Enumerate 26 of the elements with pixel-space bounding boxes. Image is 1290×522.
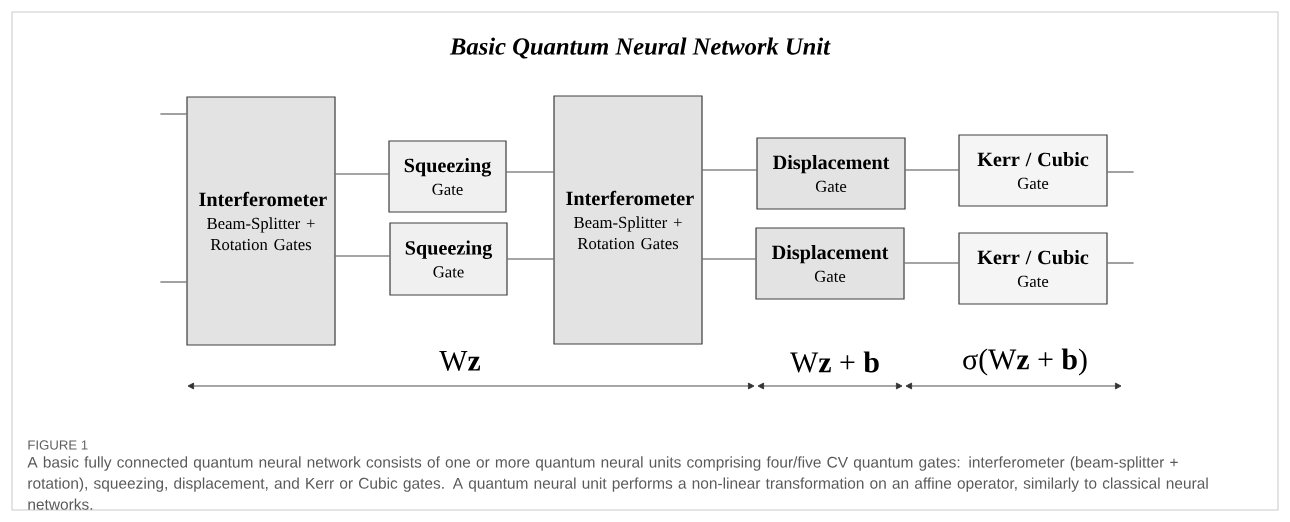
interferometer-box: Interferometer Beam-Splitter + Rotation Gates xyxy=(553,95,703,345)
connector-line xyxy=(904,262,959,264)
connector-line xyxy=(159,281,187,283)
connector-line xyxy=(335,255,390,257)
connector-line xyxy=(1107,262,1135,264)
connector-line xyxy=(905,169,959,171)
connector-line xyxy=(702,258,756,260)
title: Basic Quantum Neural Network Unit xyxy=(449,37,831,59)
gate-box: Squeezing Gate xyxy=(389,222,508,296)
gate-box: Squeezing Gate xyxy=(388,140,507,213)
connector-line xyxy=(335,173,389,175)
connector-line xyxy=(1107,171,1135,173)
gate-box: Displacement Gate xyxy=(755,227,905,300)
caption: A basic fully connected quantum neural network consists of one or more quantum neural units comprising four/five CV quantum gates: interferometer (beam-splitter + rotation), squeezing, displacement, and Kerr or Cubic gates. A quantum neural unit performs a non-linear transformation on an affine operator, similarly to classical neural networks. xyxy=(27,456,1208,510)
gate-box: Displacement Gate xyxy=(756,137,906,210)
figure-number: FIGURE 1 xyxy=(28,440,88,450)
gate-box: Kerr / Cubic Gate xyxy=(958,232,1108,305)
gate-box: Kerr / Cubic Gate xyxy=(958,134,1108,207)
formula-label: σ(Wz + b) xyxy=(963,348,1087,376)
interferometer-box: Interferometer Beam-Splitter + Rotation Gates xyxy=(186,96,336,346)
formula-label: Wz xyxy=(439,351,481,371)
formula-label: Wz + b xyxy=(790,351,879,373)
connector-line xyxy=(506,171,554,173)
connector-line xyxy=(507,258,554,260)
connector-line xyxy=(159,113,187,115)
connector-line xyxy=(702,169,757,171)
